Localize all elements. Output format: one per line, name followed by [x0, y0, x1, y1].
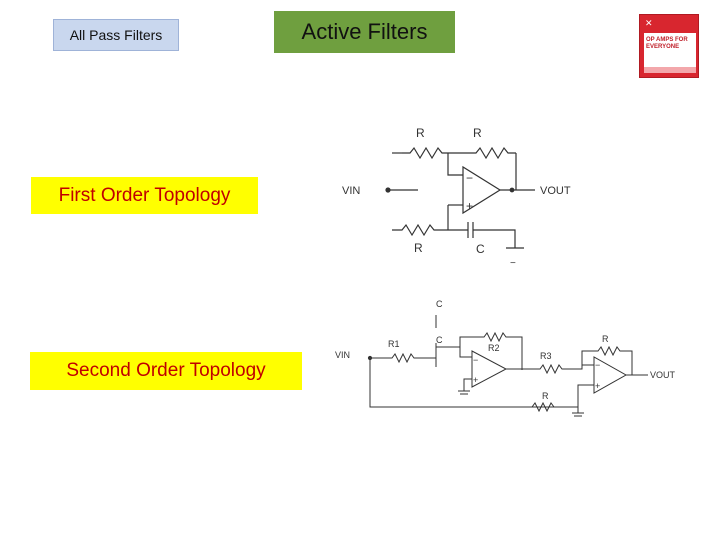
label-plus-1: +: [473, 375, 478, 385]
first-order-topology-box: First Order Topology: [31, 177, 258, 214]
opamp-triangle: [462, 165, 502, 215]
first-order-circuit-diagram: R R VIN VOUT − + R C −: [342, 126, 571, 269]
resistor-r2: [480, 331, 523, 370]
label-vout: VOUT: [540, 185, 571, 197]
all-pass-filters-tag: All Pass Filters: [53, 19, 179, 51]
label-r-top-left: R: [416, 126, 425, 140]
resistor-top-left: [402, 146, 448, 160]
resistor-bottom: [392, 223, 448, 237]
label-c-top: C: [436, 299, 443, 309]
ground-1: [458, 390, 470, 395]
label-vout-2: VOUT: [650, 370, 676, 380]
ground-2: [572, 412, 584, 417]
resistor-r1: [388, 352, 430, 364]
opamp1-triangle: [471, 350, 508, 388]
label-r-bottom: R: [414, 241, 423, 255]
slide-title-text: Active Filters: [301, 19, 428, 44]
resistor-top-right: [470, 146, 516, 160]
resistor-bottom-2: [526, 401, 570, 413]
resistor-top-2: [594, 345, 633, 375]
book-cover-image: ✕ OP AMPS FOR EVERYONE: [639, 14, 699, 78]
second-order-topology-label: Second Order Topology: [66, 360, 266, 381]
publisher-logo-icon: ✕: [645, 18, 653, 28]
label-r-top-right: R: [473, 126, 482, 140]
label-plus-2: +: [595, 381, 600, 391]
label-minus: −: [466, 171, 473, 185]
second-order-topology-box: Second Order Topology: [30, 352, 302, 390]
book-cover-footer: [644, 67, 696, 73]
output-node: [509, 187, 515, 193]
label-r-top-2: R: [602, 334, 609, 344]
opamp2-triangle: [593, 356, 628, 394]
label-r1: R1: [388, 339, 400, 349]
first-order-topology-label: First Order Topology: [58, 184, 231, 206]
label-plus: +: [466, 199, 473, 213]
label-minus-2: −: [595, 360, 600, 370]
label-r2: R2: [488, 343, 500, 353]
label-vin: VIN: [342, 185, 360, 197]
book-cover-title: OP AMPS FOR EVERYONE: [646, 37, 688, 50]
label-ground-mark: −: [510, 258, 516, 269]
label-minus-1: −: [473, 355, 478, 365]
label-vin-2: VIN: [335, 350, 350, 360]
second-order-circuit-diagram: VIN C C R1 R2 R3 R R VOUT − + − +: [335, 299, 676, 417]
resistor-r3: [535, 363, 594, 375]
label-c-bottom: C: [476, 242, 485, 256]
book-cover-panel: [644, 33, 696, 67]
all-pass-filters-label: All Pass Filters: [69, 27, 163, 43]
label-c-mid: C: [436, 335, 443, 345]
label-r-bottom-2: R: [542, 391, 549, 401]
slide-title: Active Filters: [274, 11, 455, 53]
label-r3: R3: [540, 351, 552, 361]
capacitor-bottom: [467, 222, 474, 238]
